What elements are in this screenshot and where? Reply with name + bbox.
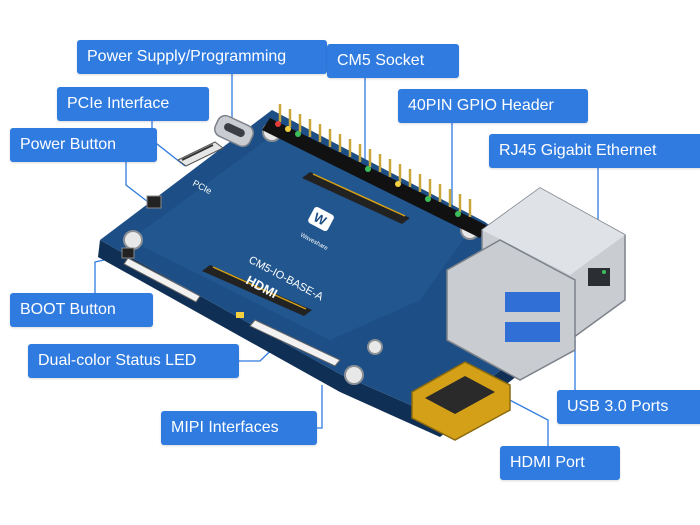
cm5-socket: [202, 172, 410, 316]
leader-hdmi: [499, 394, 549, 446]
leader-power-button: [125, 162, 153, 206]
hdmi-port-part: [411, 361, 511, 441]
gpio-header: [262, 104, 488, 238]
mount-hole-5: [367, 339, 383, 355]
pcb-trace-area: [130, 130, 470, 340]
pcie-connector: [177, 141, 224, 167]
boot-button-part: [121, 247, 135, 259]
mount-hole-4: [344, 365, 364, 385]
callout-pcie-interface: PCIe Interface: [57, 87, 209, 121]
callout-hdmi-port: HDMI Port: [500, 446, 620, 480]
power-button-part: [146, 195, 162, 209]
callout-boot-button: BOOT Button: [10, 293, 153, 327]
callout-power-button: Power Button: [10, 128, 157, 162]
callout-power-supply: Power Supply/Programming: [77, 40, 327, 74]
usb-ports: [446, 239, 576, 381]
callout-rj45-ethernet: RJ45 Gigabit Ethernet: [489, 134, 700, 168]
usb-c-connector: [214, 114, 254, 148]
callout-cm5-socket: CM5 Socket: [327, 44, 459, 78]
status-led-part: [236, 312, 244, 318]
mount-hole-1: [123, 230, 143, 250]
callout-usb-ports: USB 3.0 Ports: [557, 390, 700, 424]
callout-gpio-header: 40PIN GPIO Header: [398, 89, 588, 123]
callout-mipi-interfaces: MIPI Interfaces: [161, 411, 317, 445]
brand-logo: W: [308, 206, 334, 232]
callout-status-led: Dual-color Status LED: [28, 344, 239, 378]
mipi-connectors: [123, 257, 341, 367]
